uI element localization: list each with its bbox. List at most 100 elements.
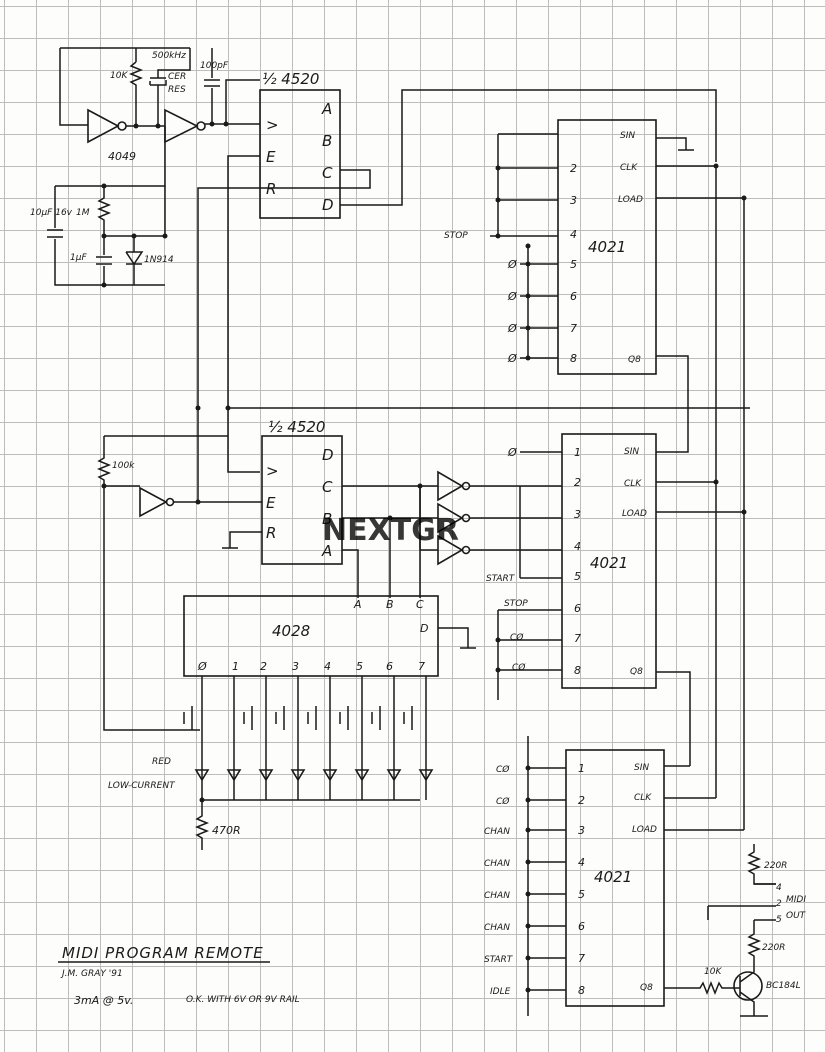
timer-resistor-label: 1M bbox=[76, 208, 90, 218]
decoder-in-a: A bbox=[353, 598, 362, 611]
sr2-load-label: LOAD bbox=[622, 509, 647, 519]
sr3-load-label: LOAD bbox=[632, 825, 657, 835]
sr2-input-8: CØ bbox=[512, 662, 526, 673]
counter-2-out-c: C bbox=[322, 478, 333, 496]
sr2-label: 4021 bbox=[590, 554, 628, 572]
sr1-pin-8: 8 bbox=[570, 352, 577, 365]
counter-1-out-c: C bbox=[322, 164, 333, 182]
led-3-icon bbox=[258, 769, 274, 782]
inverter-2-symbol bbox=[164, 108, 199, 144]
midi-resistor-bottom-label: 220R bbox=[762, 943, 785, 953]
led-4-icon bbox=[290, 769, 306, 782]
sr2-pin-6: 6 bbox=[574, 602, 581, 615]
reset-cap-label: 1µF bbox=[70, 253, 87, 263]
midi-label-1: MIDI bbox=[786, 895, 806, 905]
timer-cap-label: 10µF 16v bbox=[30, 208, 73, 218]
counter-1-e-pin: E bbox=[266, 148, 276, 166]
sr3-pin-7: 7 bbox=[578, 952, 585, 965]
sr2-input-6: STOP bbox=[504, 599, 528, 609]
counter-1-out-d: D bbox=[322, 196, 334, 214]
sr1-clk-label: CLK bbox=[620, 163, 638, 173]
decoder-out-4: 4 bbox=[324, 660, 331, 673]
sr1-input-5: Ø bbox=[507, 258, 517, 271]
sr2-pin-3: 3 bbox=[574, 508, 581, 521]
sr2-input-5: START bbox=[486, 574, 516, 584]
counter-2-out-a: A bbox=[321, 542, 332, 560]
sr3-input-3: CHAN bbox=[484, 827, 510, 837]
watermark: NEXTGR bbox=[322, 513, 459, 548]
sr3-pin-2: 2 bbox=[578, 794, 585, 807]
title-block: MIDI PROGRAM REMOTE J.M. GRAY '91 3mA @ … bbox=[58, 944, 300, 1007]
counter-2-body bbox=[261, 435, 343, 565]
crystal-label-1: 500kHz bbox=[152, 51, 186, 61]
counter-1-r-pin: R bbox=[266, 180, 276, 198]
decoder-out-1: 1 bbox=[232, 660, 239, 673]
inverter-ic-label: 4049 bbox=[108, 150, 136, 163]
sr2-input-7: CØ bbox=[510, 632, 524, 643]
sr3-input-1: CØ bbox=[496, 764, 510, 775]
sr3-pin-5: 5 bbox=[578, 888, 585, 901]
led-label-1: RED bbox=[152, 757, 171, 767]
sr2-pin-4: 4 bbox=[574, 540, 581, 553]
osc-feedback-resistor-label: 10K bbox=[110, 71, 128, 81]
sr2-body bbox=[561, 433, 657, 689]
sr3-input-7: START bbox=[484, 955, 514, 965]
decoder-label: 4028 bbox=[272, 622, 310, 640]
sr3-pin-1: 1 bbox=[578, 762, 585, 775]
decoder-4028: 4028 A B C D Ø 1 2 3 4 5 6 7 bbox=[183, 595, 476, 677]
led-resistor-label: 470R bbox=[212, 824, 241, 837]
midi-pin-4: 4 bbox=[776, 883, 782, 893]
decoder-body bbox=[183, 595, 439, 677]
sr3-input-4: CHAN bbox=[484, 859, 510, 869]
drawing-title: MIDI PROGRAM REMOTE bbox=[62, 944, 264, 962]
sr3-pin-4: 4 bbox=[578, 856, 585, 869]
sr2-pin-1: 1 bbox=[574, 446, 581, 459]
crystal-label-2: CER bbox=[168, 72, 186, 82]
sr3-clk-label: CLK bbox=[634, 793, 652, 803]
supply-rail-note: O.K. WITH 6V OR 9V RAIL bbox=[186, 995, 300, 1005]
led-7-icon bbox=[386, 769, 402, 782]
sr3-input-6: CHAN bbox=[484, 923, 510, 933]
sr2-pin-7: 7 bbox=[574, 632, 581, 645]
inverter-1-symbol bbox=[87, 108, 120, 144]
sr1-sin-label: SIN bbox=[620, 131, 635, 141]
decoder-in-b: B bbox=[386, 598, 394, 611]
sr3-pin-6: 6 bbox=[578, 920, 585, 933]
led-2-icon bbox=[226, 769, 242, 782]
shift-register-2: 4021 Ø START STOP CØ CØ 1 2 3 4 5 6 7 8 … bbox=[486, 433, 747, 830]
osc-cap-label: 100pF bbox=[200, 61, 229, 71]
led-label-2: LOW-CURRENT bbox=[108, 781, 176, 791]
sr3-q8-label: Q8 bbox=[640, 983, 653, 993]
sr2-clk-label: CLK bbox=[624, 479, 642, 489]
sr3-body bbox=[565, 749, 665, 1007]
sr1-pin-6: 6 bbox=[570, 290, 577, 303]
sr1-pin-7: 7 bbox=[570, 322, 577, 335]
shift-register-1: 4021 STOP Ø Ø Ø Ø 2 3 4 5 6 7 8 SIN CLK … bbox=[444, 119, 747, 512]
midi-pin-5: 5 bbox=[776, 915, 782, 925]
decoder-out-2: 2 bbox=[260, 660, 267, 673]
sr3-pin-3: 3 bbox=[578, 824, 585, 837]
transistor-symbol bbox=[733, 971, 763, 1001]
sr1-pin-5: 5 bbox=[570, 258, 577, 271]
shift-register-3: 4021 CØ CØ CHAN CHAN CHAN CHAN START IDL… bbox=[484, 736, 744, 1016]
led-5-icon bbox=[322, 769, 338, 782]
drawing-author: J.M. GRAY '91 bbox=[60, 969, 123, 979]
counter-1-body bbox=[259, 89, 341, 219]
diode-label: 1N914 bbox=[144, 255, 174, 265]
sr3-input-8: IDLE bbox=[490, 987, 511, 997]
sr1-body bbox=[557, 119, 657, 375]
counter-2-r-pin: R bbox=[266, 524, 276, 542]
counter-2-label: ½ 4520 bbox=[268, 418, 325, 436]
sr1-label: 4021 bbox=[588, 238, 626, 256]
sr2-pin-2: 2 bbox=[574, 476, 581, 489]
counter-1-out-a: A bbox=[321, 100, 332, 118]
led-array: RED LOW-CURRENT 470R bbox=[108, 676, 434, 850]
decoder-out-3: 3 bbox=[292, 660, 299, 673]
oscillator-section: 10K 500kHz CER RES 100pF 4049 10µF 16v 1… bbox=[30, 47, 260, 288]
midi-pin-2: 2 bbox=[776, 899, 782, 909]
counter-2-clk-pin: > bbox=[266, 462, 279, 480]
decoder-in-c: C bbox=[416, 598, 424, 611]
counter-2-e-pin: E bbox=[266, 494, 276, 512]
led-1-icon bbox=[194, 769, 210, 782]
